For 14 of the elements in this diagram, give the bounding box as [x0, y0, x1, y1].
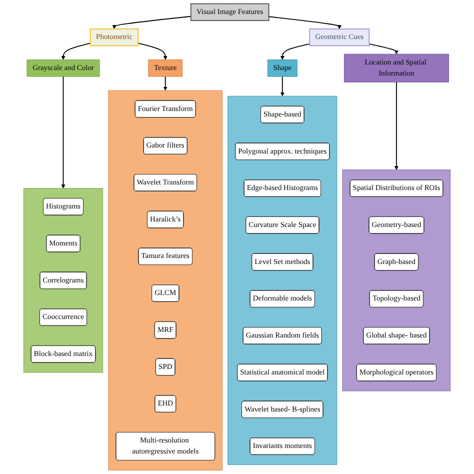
cluster — [23, 188, 104, 373]
arrow — [163, 76, 168, 91]
arrow — [368, 43, 398, 54]
cluster — [228, 96, 338, 465]
arrow — [112, 16, 192, 30]
arrow — [394, 82, 398, 170]
cluster — [342, 170, 451, 392]
arrow — [138, 42, 168, 60]
arrow — [280, 76, 284, 96]
cluster — [108, 90, 223, 470]
arrow — [61, 42, 91, 60]
arrow — [280, 43, 310, 60]
arrow — [268, 16, 342, 30]
arrow — [61, 76, 66, 188]
